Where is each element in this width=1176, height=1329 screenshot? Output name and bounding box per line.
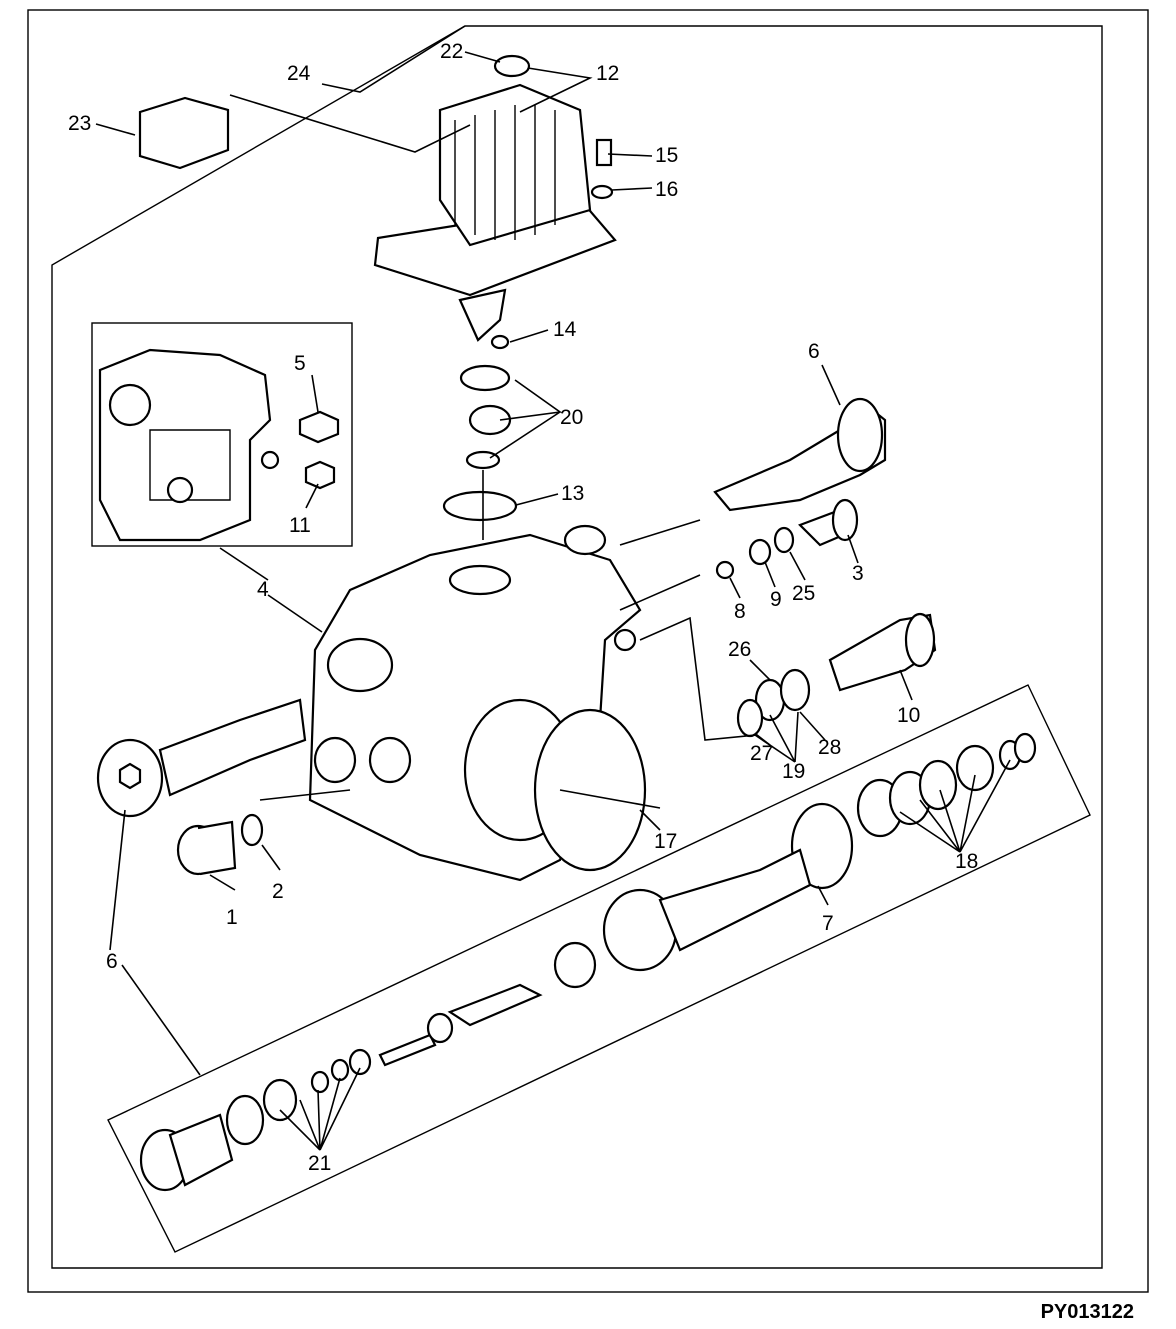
callout-6-left: 6	[106, 950, 118, 973]
leader-lines	[95, 25, 1011, 1151]
part-5-shape	[298, 410, 340, 444]
callout-15: 15	[655, 144, 678, 167]
callout-4: 4	[257, 578, 269, 601]
lower-valve-assembly-shape	[139, 848, 812, 1192]
inset-detail-box	[91, 322, 353, 547]
figure-reference-code: PY013122	[1041, 1301, 1134, 1323]
callout-10: 10	[897, 704, 920, 727]
part-28-shape	[779, 668, 811, 712]
part-25-shape	[773, 526, 795, 554]
part-10-shape	[828, 612, 937, 692]
part-14-shape	[490, 334, 510, 350]
callout-21: 21	[308, 1152, 331, 1175]
part-17-shape	[533, 708, 647, 872]
callout-labels: 22 12 24 23 15 16 14 20 13 5 11 4 6 3 8 …	[68, 40, 978, 1175]
callout-22: 22	[440, 40, 463, 63]
callout-7: 7	[822, 912, 834, 935]
callout-26: 26	[728, 638, 751, 661]
part-8-shape	[715, 560, 735, 580]
part-22-shape	[493, 54, 531, 78]
part-6-left-shape	[96, 698, 307, 818]
callout-17: 17	[654, 830, 677, 853]
outer-frame	[27, 9, 1149, 1293]
callout-11: 11	[289, 514, 311, 537]
lower-inset-frame	[107, 684, 1091, 1253]
callout-2: 2	[272, 880, 284, 903]
part-13-shape	[442, 490, 518, 522]
part-6-upper-shape	[713, 397, 887, 512]
part-3-shape	[798, 498, 859, 547]
callout-3: 3	[852, 562, 864, 585]
callout-5: 5	[294, 352, 306, 375]
callout-19: 19	[782, 760, 805, 783]
exploded-view-frame	[51, 25, 1103, 1269]
callout-9: 9	[770, 588, 782, 611]
callout-14: 14	[553, 318, 577, 341]
callout-1: 1	[226, 906, 238, 929]
callout-6-top: 6	[808, 340, 820, 363]
callout-16: 16	[655, 178, 678, 201]
part-9-shape	[748, 538, 772, 566]
part-1-shape	[176, 820, 237, 876]
part-7-shape	[790, 802, 854, 890]
part-18-seals-shape	[856, 732, 1037, 838]
callout-20: 20	[560, 406, 583, 429]
part-15-shape	[595, 138, 613, 167]
callout-24: 24	[287, 62, 311, 85]
part-27-shape	[736, 698, 764, 738]
part-20-shape	[459, 364, 511, 392]
callout-25: 25	[792, 582, 815, 605]
callout-23: 23	[68, 112, 91, 135]
part-16-shape	[590, 184, 614, 200]
callout-28: 28	[818, 736, 841, 759]
control-unit-shape	[373, 83, 617, 342]
callout-8: 8	[734, 600, 746, 623]
callout-13: 13	[561, 482, 584, 505]
callout-18: 18	[955, 850, 978, 873]
part-23-shape	[138, 96, 230, 170]
callout-27: 27	[750, 742, 773, 765]
part-2-shape	[240, 813, 264, 847]
part-11-shape	[304, 460, 336, 490]
callout-12: 12	[596, 62, 619, 85]
